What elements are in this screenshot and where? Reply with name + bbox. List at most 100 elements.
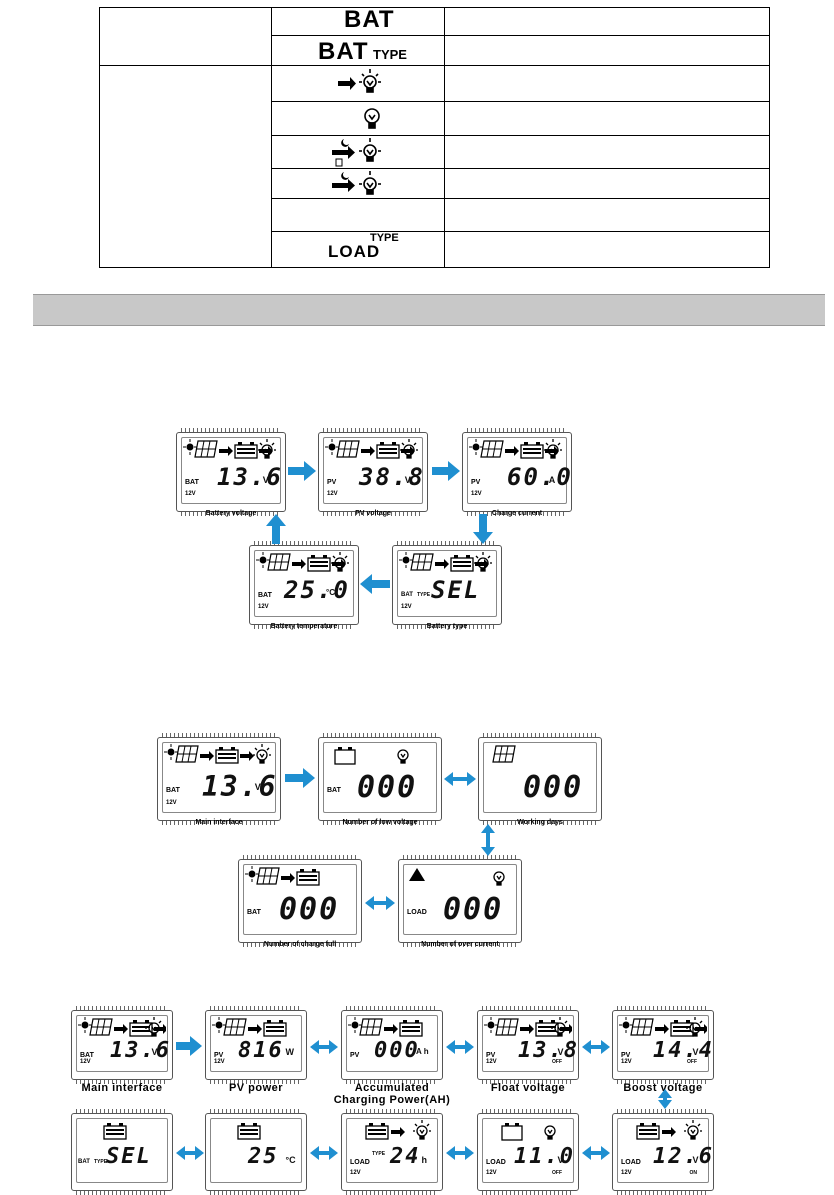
- table-divider: [271, 35, 769, 36]
- lcd-digits: 000: [374, 1037, 420, 1063]
- flow-arrow: [473, 514, 493, 544]
- flow-arrow-icon: [281, 873, 295, 883]
- lcd-system-voltage: 12V: [258, 604, 269, 610]
- lcd-screen: [254, 550, 354, 617]
- lcd-status-icons: [469, 439, 562, 459]
- lcd-digits: 24: [390, 1143, 421, 1169]
- table-divider: [271, 101, 769, 102]
- bidirectional-arrow: [446, 1040, 474, 1054]
- sun-icon: [325, 439, 339, 455]
- battery-icon: [263, 1020, 287, 1037]
- panel-caption: Charge current: [491, 510, 543, 517]
- panel-caption: Number of low voltage: [342, 819, 418, 826]
- lcd-mode-label: BAT: [258, 592, 272, 600]
- sun-icon: [484, 1017, 498, 1033]
- table-divider: [271, 231, 769, 232]
- bidirectional-arrow: [444, 772, 476, 786]
- lcd-status-icons: [619, 1017, 707, 1037]
- flow-arrow: [266, 514, 286, 544]
- solar-panel-icon: [336, 440, 360, 458]
- lcd-screen: [210, 1015, 302, 1072]
- lcd-status-icons: [237, 1123, 261, 1140]
- lcd-mode-label: BAT: [247, 908, 261, 916]
- lcd-screen: [162, 742, 276, 813]
- lcd-type-label: TYPE: [94, 1159, 108, 1166]
- lcd-screen: [482, 1015, 574, 1072]
- lcd-screen: [323, 742, 437, 813]
- lcd-mode-label: BAT: [401, 592, 413, 599]
- lcd-screen: [617, 1118, 709, 1183]
- lcd-unit: V: [404, 474, 411, 485]
- flow-arrow: [288, 461, 316, 481]
- lcd-screen: [482, 1118, 574, 1183]
- lcd-unit: A h: [416, 1047, 429, 1057]
- lcd-digits: 13.6: [217, 463, 283, 492]
- lcd-screen: [403, 864, 517, 935]
- flow-arrow-icon: [248, 1024, 262, 1034]
- lcd-mode-label: LOAD: [350, 1159, 370, 1167]
- lcd-screen: [397, 550, 497, 617]
- sun-icon: [348, 1017, 362, 1033]
- lcd-status-icons: [183, 439, 276, 459]
- lcd-digits: 25.0: [284, 576, 350, 605]
- lcd-status-icons: [164, 744, 271, 764]
- flow-arrow-icon: [391, 1127, 405, 1137]
- lcd-status: OFF: [552, 1059, 562, 1065]
- lcd-status-icons: [334, 747, 409, 765]
- battery-label: BAT: [344, 6, 395, 33]
- flow-arrow-icon: [292, 559, 306, 569]
- lcd-system-voltage: 12V: [486, 1170, 497, 1176]
- sun-icon: [164, 744, 178, 760]
- bidirectional-arrow: [658, 1089, 672, 1109]
- lcd-mode-label: PV: [327, 479, 337, 487]
- panel-caption: Working days: [517, 819, 563, 826]
- lcd-digits: 13.8: [518, 1037, 579, 1063]
- lcd-mode-label: BAT: [78, 1159, 90, 1166]
- lcd-status-icons: [103, 1123, 127, 1140]
- lcd-type-label: TYPE: [417, 592, 431, 599]
- sun-icon: [212, 1017, 226, 1033]
- lcd-screen: [76, 1015, 168, 1072]
- bulb-icon: [364, 108, 380, 129]
- table-divider: [100, 65, 769, 66]
- lcd-mode-label: BAT: [185, 479, 199, 487]
- bulb-icon: [544, 439, 562, 459]
- lcd-type-label: TYPE: [372, 1151, 386, 1158]
- battery-icon: [365, 1123, 389, 1140]
- lcd-screen: [210, 1118, 302, 1183]
- flow-arrow-icon: [361, 446, 375, 456]
- lcd-mode-label: LOAD: [407, 908, 427, 916]
- lcd-screen: [617, 1015, 709, 1072]
- table-divider: [271, 8, 272, 267]
- lcd-status-icons: [636, 1120, 702, 1140]
- bidirectional-arrow: [176, 1146, 204, 1160]
- panel-caption: Boost voltage: [623, 1082, 703, 1094]
- lcd-digits: 38.8: [359, 463, 425, 492]
- lcd-system-voltage: 12V: [471, 491, 482, 497]
- lcd-digits: 13.6: [110, 1037, 171, 1063]
- bulb-icon: [684, 1120, 702, 1140]
- lcd-digits: 816: [238, 1037, 284, 1063]
- solar-panel-icon: [194, 440, 218, 458]
- flow-arrow-icon: [401, 446, 415, 456]
- flow-arrow-icon: [219, 446, 233, 456]
- lcd-digits: SEL: [431, 576, 481, 605]
- bulb-icon: [397, 749, 409, 764]
- lcd-unit: W: [285, 1047, 295, 1058]
- lcd-digits: 14.4: [653, 1037, 714, 1063]
- lcd-digits: 11.0: [514, 1143, 575, 1169]
- night-load-icon: [332, 171, 381, 195]
- bulb-icon: [400, 439, 418, 459]
- battery-icon: [535, 1020, 559, 1037]
- battery-icon: [520, 442, 544, 459]
- lcd-mode-label: PV: [621, 1051, 631, 1059]
- flow-arrow: [432, 461, 460, 481]
- table-divider: [271, 135, 769, 136]
